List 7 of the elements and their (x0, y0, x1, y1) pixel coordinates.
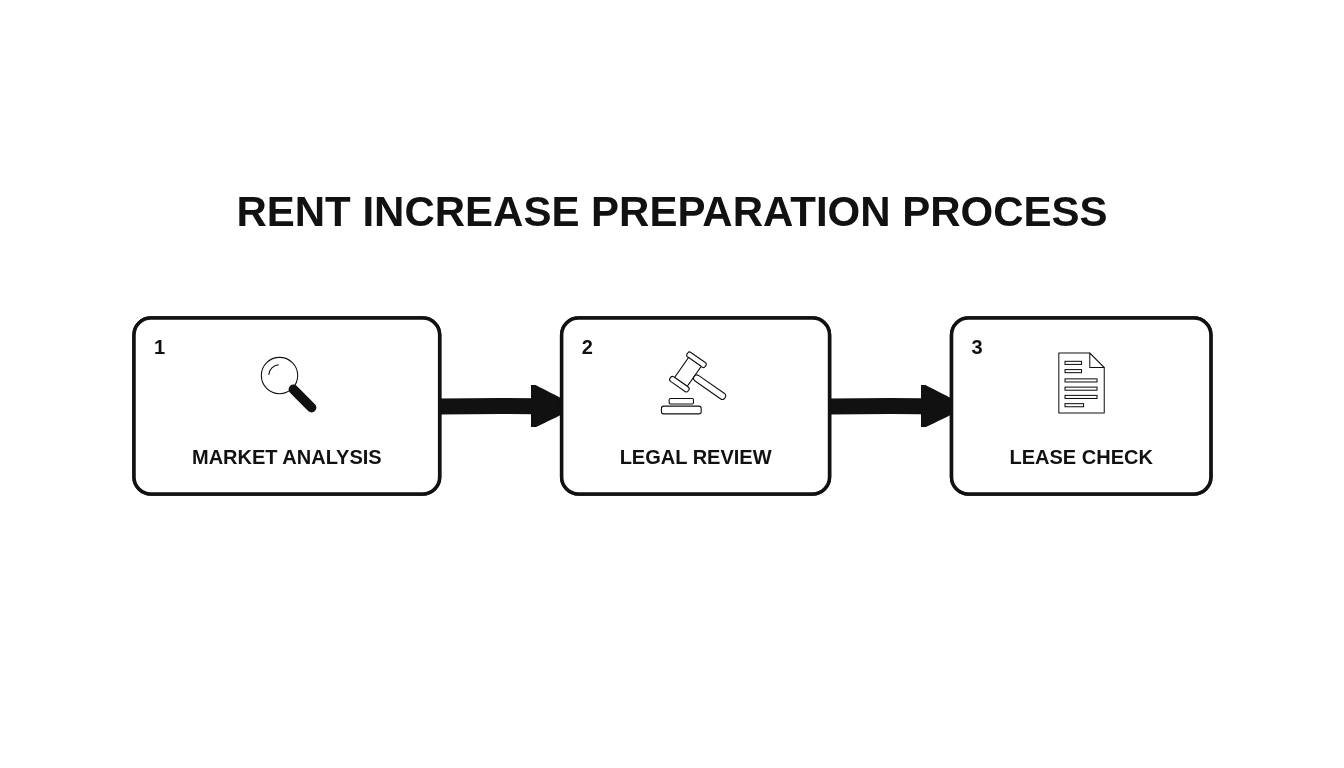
step-title: MARKET ANALYSIS (191, 445, 382, 469)
step-number: 3 (971, 336, 983, 358)
diagram-title: RENT INCREASE PREPARATION PROCESS (236, 188, 1108, 236)
step-number: 2 (581, 336, 593, 358)
step-title: LEGAL REVIEW (619, 445, 772, 469)
step-number: 1 (153, 336, 165, 358)
step-title: LEASE CHECK (1009, 445, 1153, 469)
